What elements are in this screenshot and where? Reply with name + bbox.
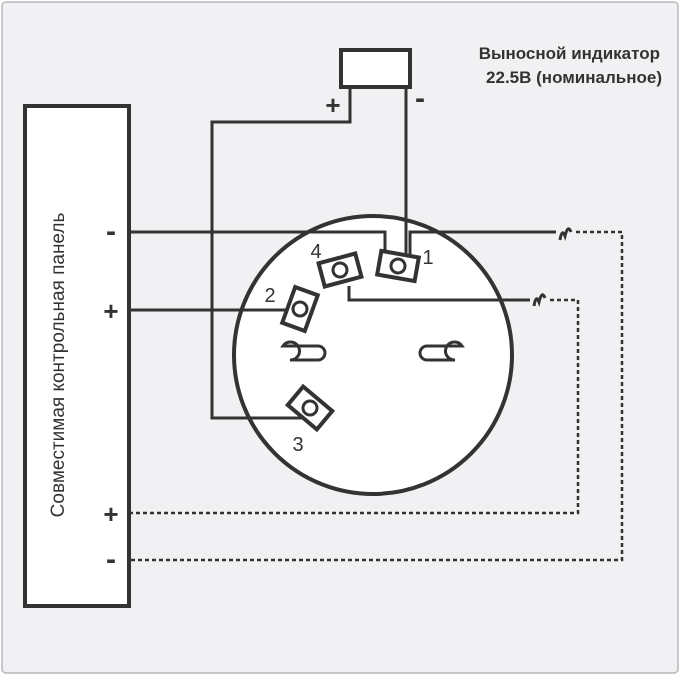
keyhole-right-icon <box>418 340 465 362</box>
break-symbol-icon <box>558 227 573 242</box>
panel-terminal-minus-1: - <box>106 215 116 248</box>
remote-indicator <box>339 48 412 89</box>
control-panel <box>23 104 131 608</box>
break-symbol-icon <box>532 293 547 308</box>
panel-terminal-plus-2: + <box>103 499 118 529</box>
indicator-minus: - <box>415 82 425 115</box>
wire-terminal1-out <box>408 230 556 256</box>
keyhole-left-icon <box>280 340 327 362</box>
control-panel-label: Совместимая контрольная панель <box>48 213 69 518</box>
terminal-4 <box>316 251 364 289</box>
indicator-title: Выносной индикатор <box>479 44 660 63</box>
wire-dashed-plus-out <box>129 298 580 515</box>
indicator-voltage: 22.5В (номинальное) <box>486 68 662 87</box>
terminal-label-4: 4 <box>310 241 321 263</box>
terminal-label-1: 1 <box>422 247 433 269</box>
panel-terminal-minus-2: - <box>106 543 116 576</box>
terminal-1 <box>374 248 422 284</box>
indicator-plus: + <box>325 90 340 120</box>
terminal-label-3: 3 <box>292 434 303 456</box>
wire-panel-minus <box>129 230 387 254</box>
terminal-2 <box>279 284 321 334</box>
wire-dashed-minus-out <box>129 230 624 562</box>
terminal-label-2: 2 <box>264 285 275 307</box>
terminal-3 <box>284 383 336 433</box>
panel-terminal-plus-1: + <box>103 296 118 326</box>
wire-indicator-plus <box>210 87 352 420</box>
detector-base <box>232 214 514 496</box>
wire-terminal4-out <box>347 286 530 302</box>
